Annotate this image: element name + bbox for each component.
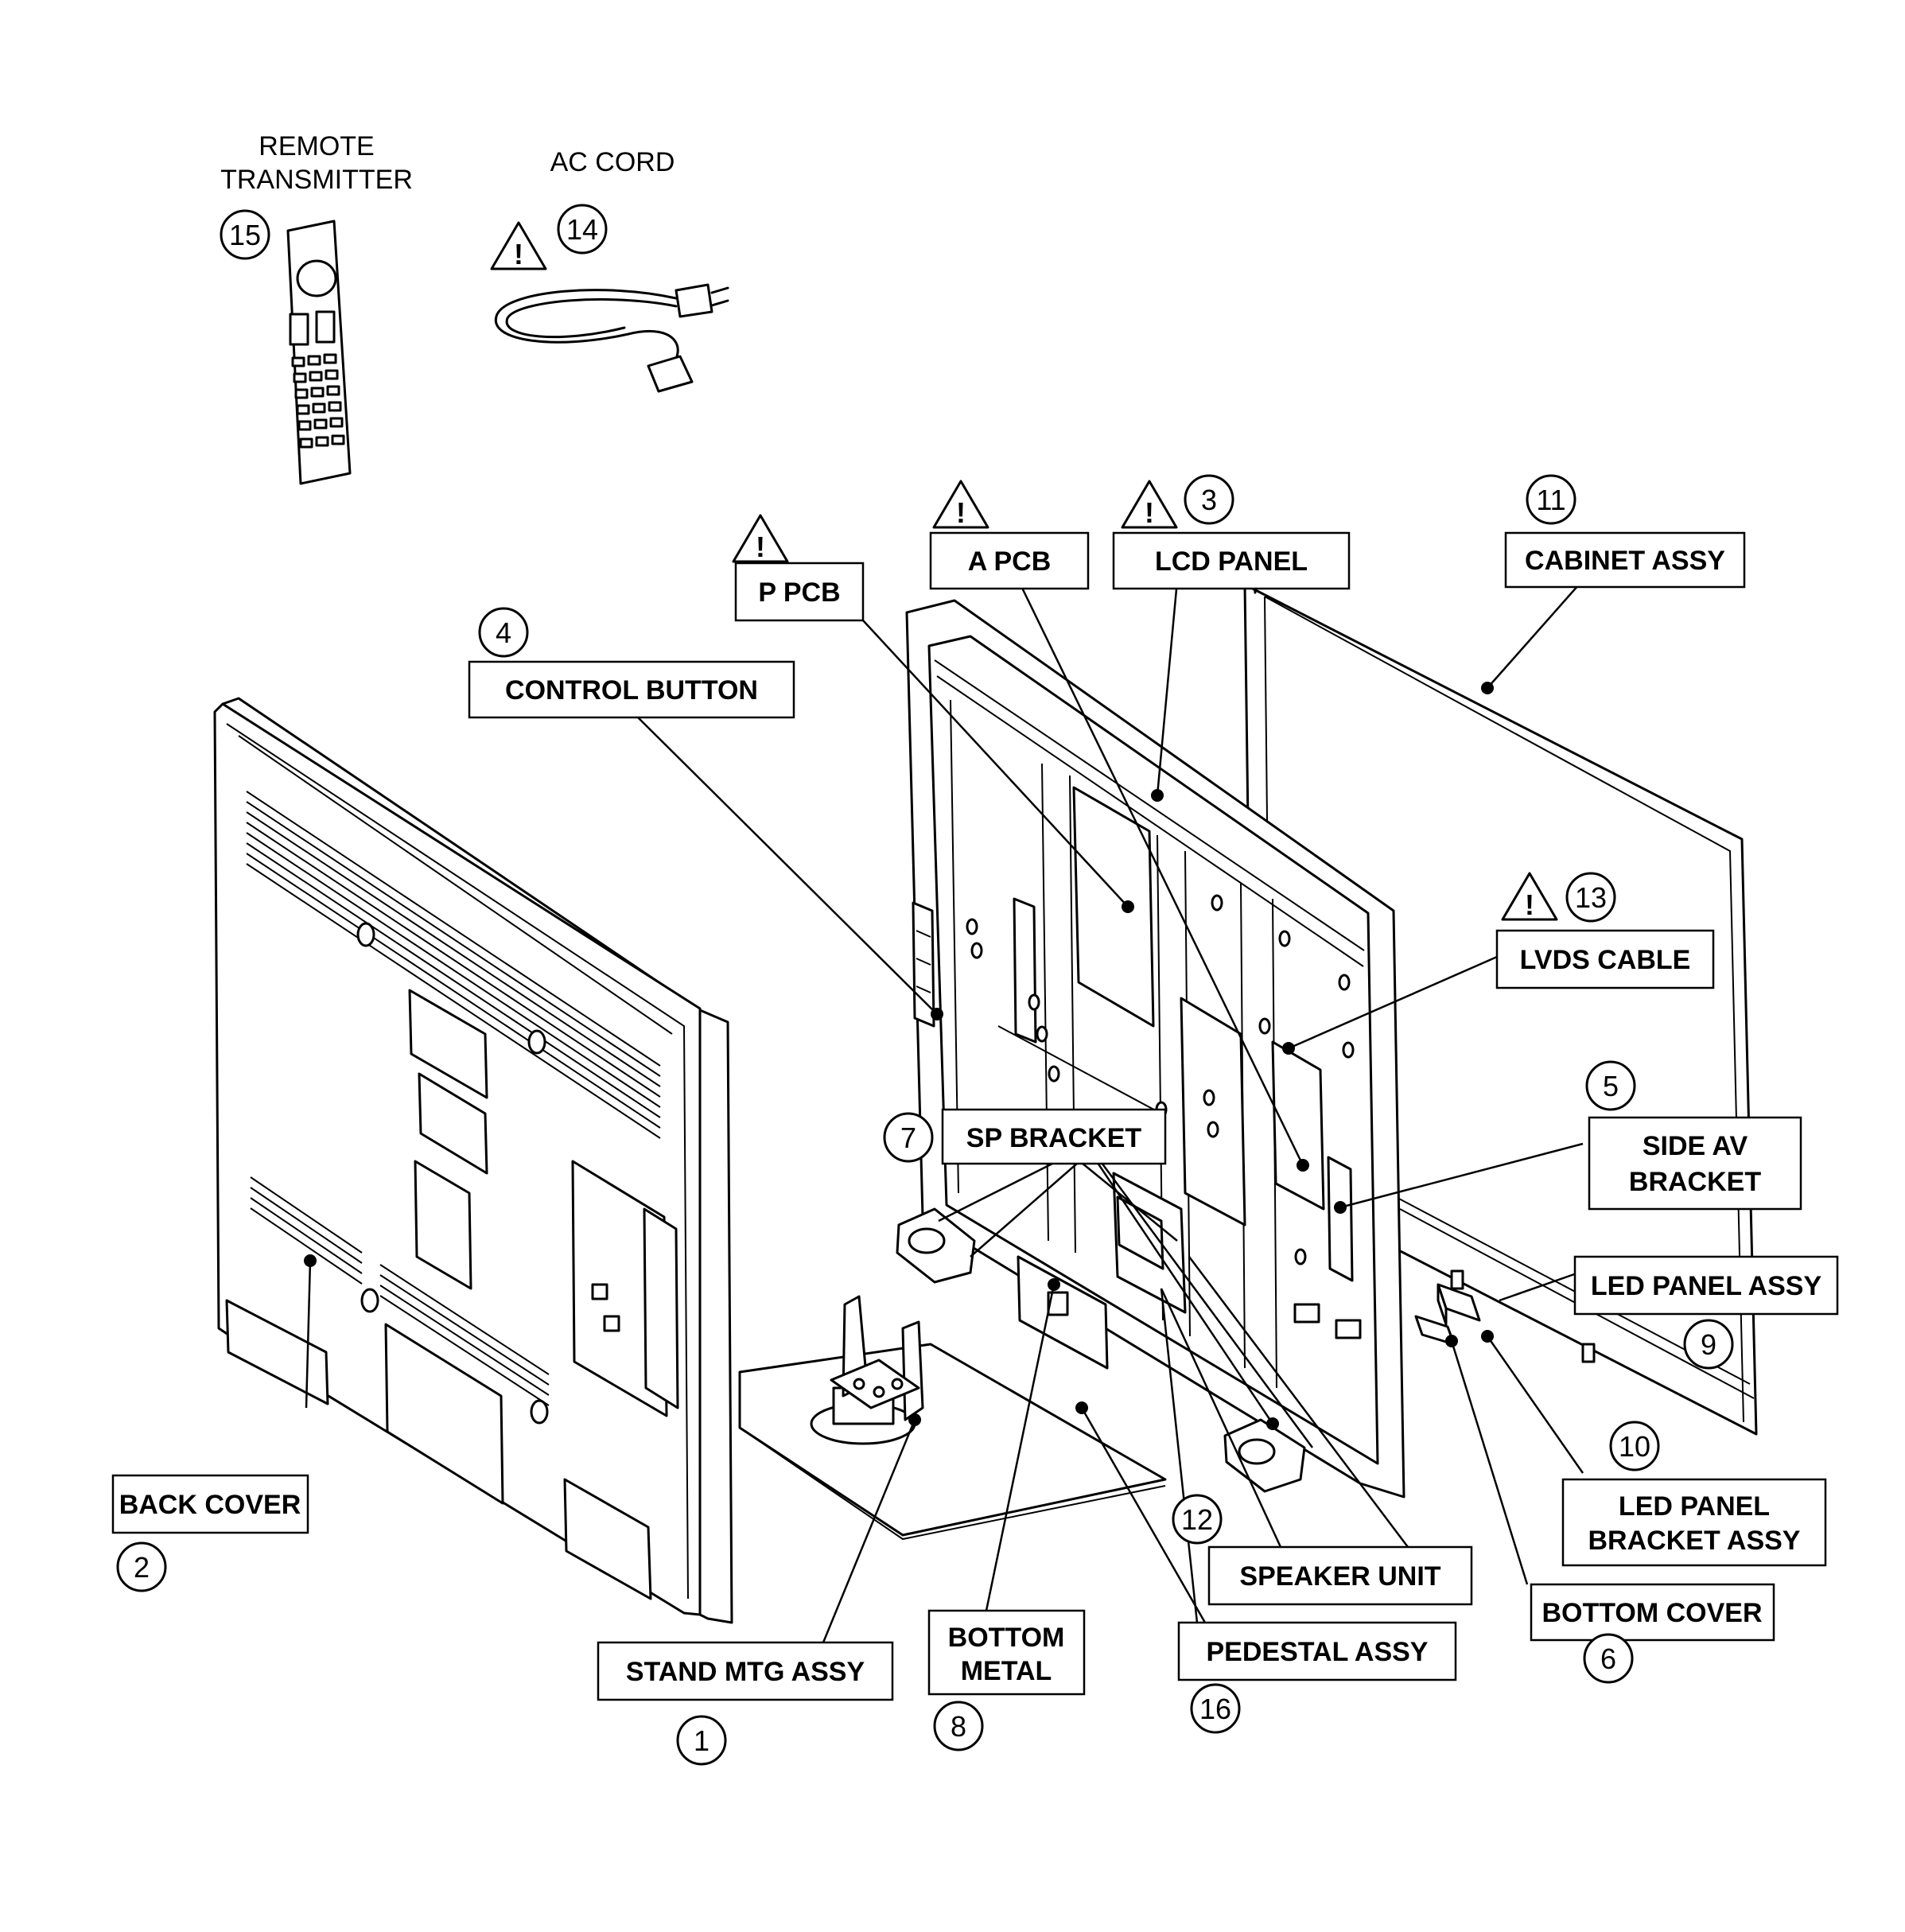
- stand-mtg-assy-part: [810, 1295, 924, 1445]
- bottom-metal-part: [1017, 1255, 1109, 1370]
- part-number-13: 13: [1565, 872, 1616, 923]
- svg-text:8: 8: [951, 1710, 966, 1743]
- svg-text:LCD PANEL: LCD PANEL: [1155, 546, 1308, 577]
- svg-text:CABINET ASSY: CABINET ASSY: [1525, 546, 1725, 576]
- svg-text:LED PANEL: LED PANEL: [1619, 1491, 1770, 1522]
- part-number-11: 11: [1526, 474, 1576, 525]
- svg-text:13: 13: [1575, 881, 1607, 914]
- led-panel-assy-label: LED PANEL ASSY: [1573, 1255, 1839, 1316]
- svg-text:4: 4: [496, 616, 511, 649]
- part-number-3: 3: [1184, 474, 1234, 525]
- part-number-8: 8: [933, 1701, 984, 1751]
- svg-text:LED PANEL ASSY: LED PANEL ASSY: [1591, 1271, 1822, 1301]
- svg-text:!: !: [1525, 888, 1534, 921]
- svg-text:BOTTOM COVER: BOTTOM COVER: [1541, 1598, 1762, 1628]
- a-pcb-label: A PCB: [929, 531, 1090, 590]
- part-number-6: 6: [1583, 1633, 1634, 1684]
- back-cover-label: BACK COVER: [111, 1474, 309, 1534]
- pedestal-assy-label: PEDESTAL ASSY: [1177, 1621, 1457, 1681]
- warning-triangle-icon: !: [732, 514, 789, 563]
- part-number-9: 9: [1683, 1319, 1734, 1370]
- back-cover-vents-top: [246, 791, 661, 1139]
- part-number-2: 2: [116, 1541, 167, 1592]
- warning-triangle-icon: !: [932, 480, 989, 529]
- svg-text:BRACKET: BRACKET: [1629, 1167, 1761, 1197]
- remote-transmitter-label-line2: TRANSMITTER: [220, 165, 413, 195]
- remote-transmitter-part: [286, 220, 352, 485]
- bottom-cover-label: BOTTOM COVER: [1530, 1583, 1775, 1642]
- stand-mtg-assy-label: STAND MTG ASSY: [597, 1641, 894, 1701]
- part-number-12: 12: [1172, 1494, 1223, 1545]
- control-button-label: CONTROL BUTTON: [468, 660, 795, 719]
- svg-text:METAL: METAL: [961, 1656, 1052, 1686]
- back-cover-vents-bottom: [250, 1176, 550, 1406]
- svg-text:6: 6: [1600, 1642, 1616, 1675]
- svg-text:2: 2: [134, 1551, 150, 1584]
- svg-text:11: 11: [1536, 484, 1565, 516]
- led-panel-assy-part: [1437, 1283, 1481, 1326]
- part-number-10: 10: [1609, 1421, 1660, 1471]
- svg-text:12: 12: [1181, 1503, 1213, 1536]
- leader-lines: [305, 580, 1584, 1643]
- bottom-metal-label: BOTTOM METAL: [927, 1609, 1086, 1696]
- part-number-4: 4: [478, 607, 529, 658]
- svg-text:CONTROL BUTTON: CONTROL BUTTON: [505, 675, 758, 706]
- lcd-panel-label: LCD PANEL: [1112, 531, 1351, 590]
- warning-triangle-icon: !: [490, 221, 547, 270]
- remote-buttons: [291, 353, 345, 449]
- svg-text:LVDS CABLE: LVDS CABLE: [1520, 945, 1691, 975]
- p-pcb-label: P PCB: [734, 562, 865, 622]
- svg-text:1: 1: [694, 1724, 710, 1757]
- remote-transmitter-label-line1: REMOTE: [259, 131, 374, 161]
- led-panel-bracket-assy-label: LED PANEL BRACKET ASSY: [1561, 1478, 1827, 1567]
- svg-text:7: 7: [900, 1121, 916, 1154]
- svg-text:!: !: [756, 531, 765, 563]
- svg-text:BOTTOM: BOTTOM: [948, 1623, 1065, 1653]
- svg-text:3: 3: [1201, 484, 1217, 516]
- part-number-7: 7: [883, 1112, 934, 1163]
- svg-text:14: 14: [566, 213, 598, 246]
- sp-bracket-label: SP BRACKET: [941, 1108, 1167, 1165]
- back-cover-part: [213, 697, 733, 1624]
- svg-text:SP BRACKET: SP BRACKET: [966, 1123, 1142, 1153]
- part-number-1: 1: [676, 1715, 727, 1766]
- part-number-5: 5: [1585, 1060, 1636, 1111]
- svg-text:!: !: [1145, 496, 1154, 529]
- svg-text:!: !: [514, 238, 523, 270]
- svg-text:STAND MTG ASSY: STAND MTG ASSY: [626, 1657, 865, 1687]
- part-number-14: 14: [557, 204, 608, 255]
- svg-text:BRACKET ASSY: BRACKET ASSY: [1588, 1526, 1801, 1556]
- warning-triangle-icon: !: [1121, 480, 1178, 529]
- speaker-unit-label: SPEAKER UNIT: [1207, 1545, 1473, 1606]
- svg-text:!: !: [956, 496, 966, 529]
- svg-text:10: 10: [1619, 1430, 1650, 1463]
- part-number-16: 16: [1190, 1683, 1241, 1734]
- warning-triangle-icon: !: [1501, 872, 1558, 921]
- ac-cord-label: AC CORD: [550, 147, 675, 177]
- svg-text:SPEAKER UNIT: SPEAKER UNIT: [1239, 1561, 1440, 1592]
- part-number-15: 15: [220, 209, 270, 260]
- speaker-unit-part: [896, 1195, 1306, 1493]
- ac-cord-part: [494, 283, 729, 393]
- svg-text:5: 5: [1603, 1070, 1619, 1102]
- svg-text:A PCB: A PCB: [968, 546, 1052, 577]
- svg-text:SIDE AV: SIDE AV: [1643, 1131, 1748, 1161]
- svg-text:BACK COVER: BACK COVER: [119, 1490, 301, 1520]
- lvds-cable-label: LVDS CABLE: [1495, 929, 1715, 989]
- cabinet-assy-label: CABINET ASSY: [1504, 531, 1746, 589]
- svg-text:P PCB: P PCB: [758, 577, 840, 608]
- svg-text:16: 16: [1199, 1693, 1231, 1725]
- side-av-bracket-label: SIDE AV BRACKET: [1588, 1116, 1802, 1211]
- svg-text:15: 15: [229, 219, 261, 251]
- svg-text:9: 9: [1701, 1328, 1716, 1361]
- leader-dots: [304, 682, 1494, 1430]
- svg-text:PEDESTAL ASSY: PEDESTAL ASSY: [1207, 1637, 1429, 1667]
